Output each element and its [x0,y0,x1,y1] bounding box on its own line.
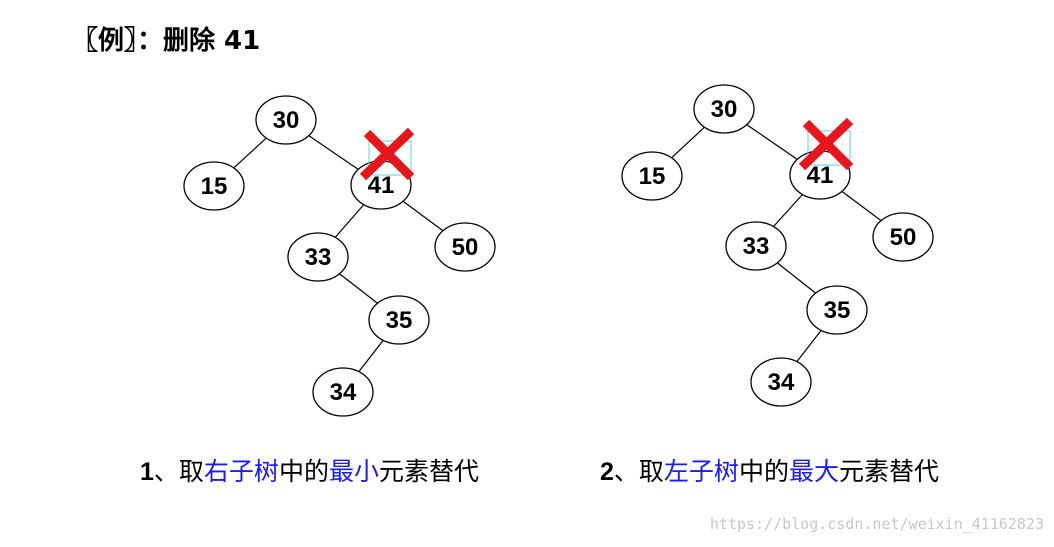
tree-node-50 [872,212,934,262]
node-label: 50 [452,234,479,261]
tree-node-34 [312,367,374,417]
caption-method-2: 2、取左子树中的最大元素替代 [600,452,939,488]
caption-highlight: 右子树 [203,457,279,486]
node-label: 33 [743,233,770,260]
caption-highlight: 左子树 [663,457,739,486]
tree-edge [746,124,798,160]
tree-edge [773,194,803,227]
caption-text: 元素替代 [378,457,479,486]
node-label: 30 [711,96,738,123]
tree-node-30 [255,95,317,145]
tree-node-15 [621,151,683,201]
node-label: 15 [639,163,666,190]
caption-number: 1 [140,458,154,486]
node-label: 15 [201,173,228,200]
node-label: 35 [386,307,413,334]
tree-edge [776,262,817,294]
tree-node-34 [750,357,812,407]
tree-node-33 [287,232,349,282]
caption-text: 中的 [738,457,789,486]
tree-edge [671,126,705,159]
tree-edge [796,330,822,362]
caption-text: 、取 [153,457,204,486]
caption-text: 、取 [613,457,664,486]
caption-method-1: 1、取右子树中的最小元素替代 [140,452,479,488]
caption-text: 元素替代 [838,457,939,486]
tree-node-30 [693,84,755,134]
page-title: 〖例〗：删除 41 [72,26,261,56]
tree-edge [358,340,384,372]
tree-node-50 [434,222,496,272]
tree-node-35 [806,285,868,335]
node-label: 34 [768,369,795,396]
caption-number: 2 [600,458,614,486]
caption-text: 中的 [278,457,329,486]
selection-box [368,140,412,176]
delete-cross-icon [359,127,415,181]
tree-edge [233,137,267,169]
selection-box [807,130,851,166]
tree-edge [841,190,882,222]
node-label: 50 [890,224,917,251]
tree-node-33 [725,221,787,271]
watermark: https://blog.csdn.net/weixin_41162823 [709,515,1044,533]
caption-highlight: 最大 [788,457,839,486]
node-label: 34 [330,379,357,406]
tree-edge [308,135,359,170]
tree-edge [339,273,378,304]
node-label: 41 [807,162,834,189]
caption-highlight: 最小 [328,457,379,486]
bst-diagram-right-subtree-min: 30 15 41 33 50 35 34 [183,95,496,417]
tree-edge [334,204,365,238]
node-label: 41 [368,172,395,199]
node-label: 33 [305,244,332,271]
node-label: 30 [273,107,300,134]
delete-cross-icon [798,117,854,171]
tree-node-15 [183,161,245,211]
tree-node-35 [368,295,430,345]
tree-edge [402,200,444,232]
bst-diagram-left-subtree-max: 30 15 41 33 50 35 34 [621,84,934,407]
node-label: 35 [824,297,851,324]
